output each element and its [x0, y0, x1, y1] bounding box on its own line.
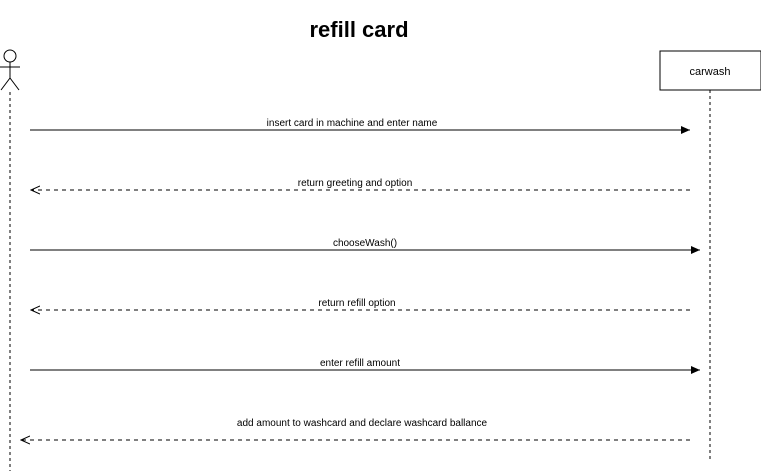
message-label: return refill option [318, 298, 395, 309]
actor-icon [0, 49, 20, 91]
diagram-title: refill card [309, 17, 408, 42]
message-label: add amount to washcard and declare washc… [237, 418, 488, 429]
carwash-box [659, 50, 761, 91]
carwash-label: carwash [690, 66, 731, 78]
message-label: insert card in machine and enter name [267, 118, 438, 129]
message-label: chooseWash() [333, 238, 397, 249]
message-label: return greeting and option [298, 178, 413, 189]
message-label: enter refill amount [320, 358, 400, 369]
